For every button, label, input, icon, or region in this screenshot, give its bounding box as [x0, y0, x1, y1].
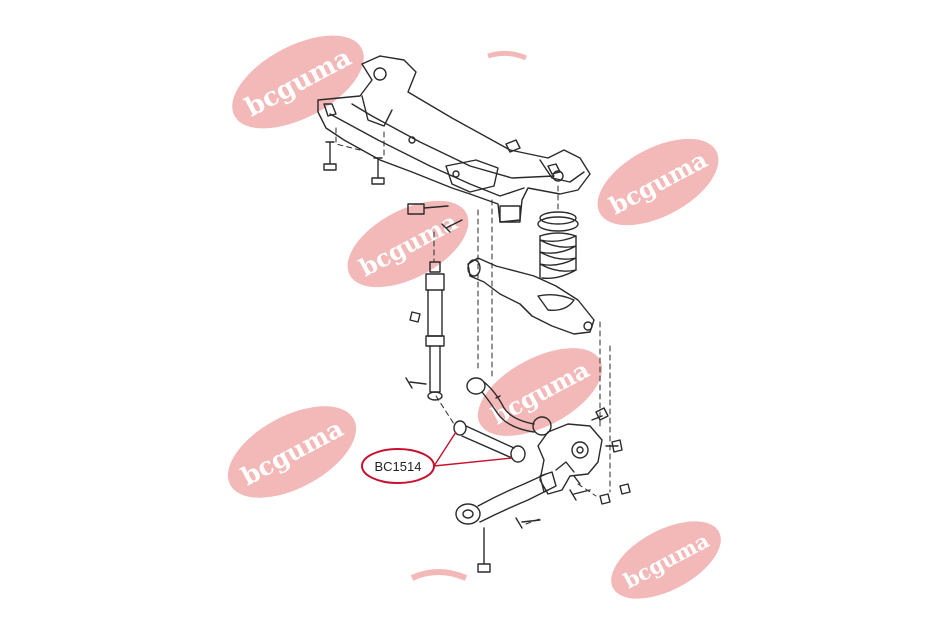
part-number-label: BC1514 — [375, 459, 422, 474]
toe-link-arm — [453, 420, 526, 463]
trailing-arm — [455, 471, 557, 525]
callout-leader-line — [433, 431, 513, 467]
upper-control-arm — [466, 377, 552, 436]
callout-oval — [361, 448, 435, 484]
lower-bolts — [477, 475, 631, 573]
watermark-logo-partial — [410, 50, 528, 581]
wheel-knuckle — [537, 407, 623, 495]
assembly-guide-lines — [335, 127, 611, 525]
shock-absorber — [405, 261, 445, 401]
exploded-view-drawing — [317, 55, 631, 573]
part-callout: BC1514 — [361, 431, 513, 484]
rear-subframe — [317, 55, 591, 223]
coil-spring — [537, 211, 579, 280]
subframe-bolts — [323, 139, 561, 233]
lower-spring-arm — [467, 257, 595, 335]
